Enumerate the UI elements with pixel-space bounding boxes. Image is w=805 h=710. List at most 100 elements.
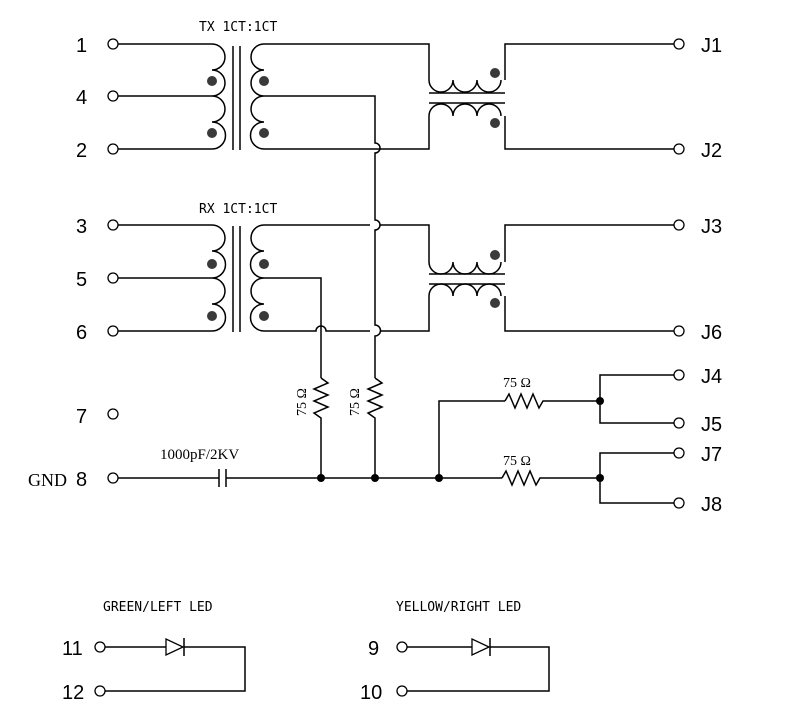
yellow-led-wire-return <box>407 646 550 692</box>
gnd-label: GND <box>28 470 67 490</box>
tx-polarity-dot <box>259 76 269 86</box>
pin-label-j7: J7 <box>701 444 722 466</box>
choke2-coil-top <box>428 261 502 275</box>
center-tap-resistors: 75 Ω 75 Ω <box>295 377 384 478</box>
pin-label-7: 7 <box>76 406 87 428</box>
pin-terminal-3 <box>107 219 119 231</box>
common-mode-choke-2 <box>428 224 674 332</box>
pin-label-3: 3 <box>76 216 87 238</box>
tx-polarity-dot <box>207 76 217 86</box>
rx-center-tap-wire <box>264 277 322 378</box>
j4-j5-bridge-wire <box>599 374 674 424</box>
pin-terminal-j6 <box>673 325 685 337</box>
junction-dot <box>371 474 379 482</box>
pin-terminal-7 <box>107 408 119 420</box>
gnd-bus: 1000pF/2KV <box>118 447 502 487</box>
choke2-polarity-dot <box>490 298 500 308</box>
tx-center-tap-wire <box>264 95 382 378</box>
pin-label-9: 9 <box>368 638 379 660</box>
pin-label-4: 4 <box>76 87 87 109</box>
j6-wire <box>504 296 674 332</box>
pin-terminal-j5 <box>673 417 685 429</box>
tx-secondary-wiring <box>264 43 430 378</box>
j3-wire <box>504 224 674 262</box>
pin-label-j5: J5 <box>701 414 722 436</box>
pin-label-6: 6 <box>76 322 87 344</box>
pin-terminal-9 <box>396 641 408 653</box>
pin-label-j2: J2 <box>701 140 722 162</box>
green-led-label: GREEN/LEFT LED <box>103 600 213 615</box>
diode-triangle <box>471 637 491 657</box>
rx-polarity-dot <box>259 311 269 321</box>
pin-label-8: 8 <box>76 469 87 491</box>
resistor-tx-center-tap <box>366 377 384 478</box>
pin-terminal-6 <box>107 325 119 337</box>
rx-secondary-wire-top <box>264 224 430 262</box>
resistor-rx-center-tap <box>312 377 330 478</box>
rx-secondary-wiring <box>264 224 430 378</box>
pin-terminal-j1 <box>673 38 685 50</box>
rx-secondary-wire-bottom <box>264 296 430 332</box>
pin-terminal-5 <box>107 272 119 284</box>
tx-polarity-dot <box>259 128 269 138</box>
pin-terminal-8 <box>107 472 119 484</box>
tx-secondary-wire-bottom <box>264 116 430 150</box>
choke2-coil-bottom <box>428 283 502 297</box>
junction-dot <box>596 474 604 482</box>
pin-terminal-4 <box>107 90 119 102</box>
pin-terminal-j4 <box>673 369 685 381</box>
tx-secondary-wire-top <box>264 43 430 80</box>
j7-j8-bridge-wire <box>599 452 674 504</box>
j2-wire <box>504 116 674 150</box>
choke1-coil-top <box>428 79 502 93</box>
pin-terminal-2 <box>107 143 119 155</box>
pin-terminal-j3 <box>673 219 685 231</box>
pin-label-1: 1 <box>76 35 87 57</box>
pin-terminal-j2 <box>673 143 685 155</box>
choke2-polarity-dot <box>490 250 500 260</box>
choke1-coil-bottom <box>428 103 502 117</box>
tx-transformer-label: TX 1CT:1CT <box>199 20 277 35</box>
pin-terminal-1 <box>107 38 119 50</box>
pin-label-j3: J3 <box>701 216 722 238</box>
resistor-j7-j8 <box>501 469 600 487</box>
green-led-wire-return <box>105 646 246 692</box>
termination-wire-upper <box>438 400 505 478</box>
resistor-label-rx: 75 Ω <box>295 388 310 416</box>
common-mode-choke-1 <box>428 43 674 150</box>
rx-transformer: RX 1CT:1CT <box>118 202 277 332</box>
resistor-label-tx: 75 Ω <box>348 388 363 416</box>
choke1-polarity-dot <box>490 68 500 78</box>
rx-polarity-dot <box>207 259 217 269</box>
capacitor-label: 1000pF/2KV <box>160 447 239 463</box>
rx-polarity-dot <box>259 259 269 269</box>
yellow-right-led: YELLOW/RIGHT LED 9 10 <box>360 600 550 704</box>
rx-polarity-dot <box>207 311 217 321</box>
resistor-label-j7-j8: 75 Ω <box>503 454 531 469</box>
pin-label-11: 11 <box>62 638 83 660</box>
rx-primary-coil <box>211 224 227 332</box>
pin-terminal-12 <box>94 685 106 697</box>
green-left-led: GREEN/LEFT LED 11 12 <box>62 600 246 704</box>
resistor-j4-j5 <box>504 392 600 410</box>
pin-label-j4: J4 <box>701 366 722 388</box>
pin-label-j8: J8 <box>701 494 722 516</box>
pin-terminal-j7 <box>673 447 685 459</box>
tx-polarity-dot <box>207 128 217 138</box>
choke1-polarity-dot <box>490 118 500 128</box>
junction-dot <box>596 397 604 405</box>
pin-terminal-11 <box>94 641 106 653</box>
left-pin-terminals <box>107 38 119 484</box>
pin-label-j6: J6 <box>701 322 722 344</box>
junction-dot <box>317 474 325 482</box>
tx-primary-coil <box>211 43 227 150</box>
resistor-label-j4-j5: 75 Ω <box>503 376 531 391</box>
j1-wire <box>504 43 674 80</box>
pin-label-2: 2 <box>76 140 87 162</box>
pin-label-j1: J1 <box>701 35 722 57</box>
right-pin-terminals <box>673 38 685 509</box>
rx-transformer-label: RX 1CT:1CT <box>199 202 277 217</box>
pin-label-10: 10 <box>360 682 382 704</box>
pin-terminal-j8 <box>673 497 685 509</box>
